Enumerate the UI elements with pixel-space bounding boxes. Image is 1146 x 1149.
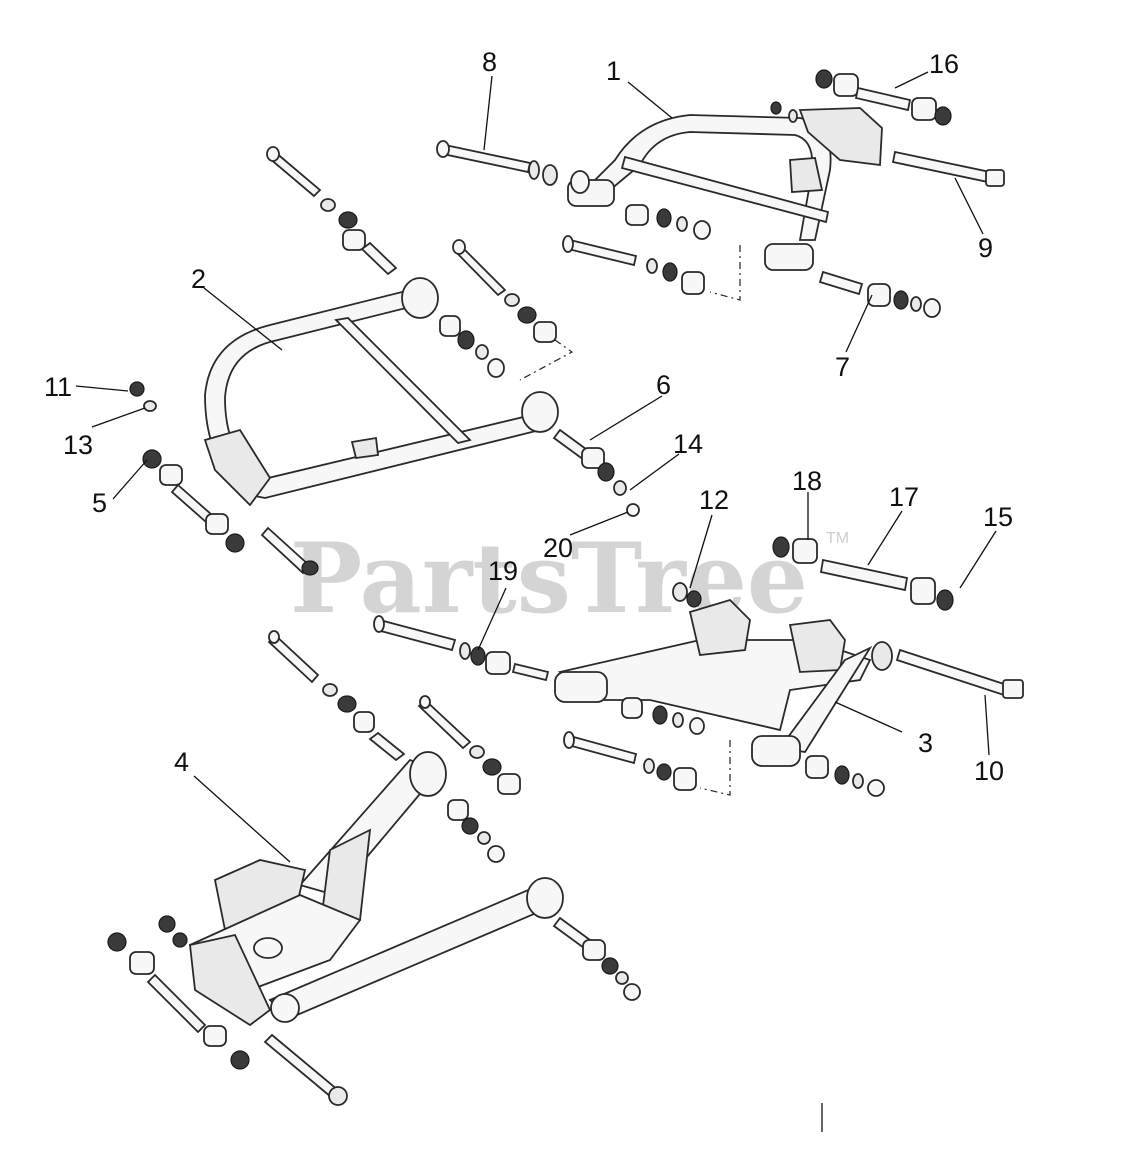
callout-16: 16 (929, 49, 959, 79)
hardware-group-upper-right (562, 204, 941, 318)
callout-20: 20 (543, 533, 573, 563)
callout-9: 9 (978, 233, 993, 263)
bolt-part-9 (891, 150, 1005, 187)
hardware-group-part-3 (373, 536, 1024, 797)
watermark-trademark: TM (826, 530, 849, 547)
a-arm-upper-part-2 (203, 277, 559, 507)
callout-15: 15 (983, 502, 1013, 532)
callout-12: 12 (699, 485, 729, 515)
callout-4: 4 (174, 747, 189, 777)
bolt-part-8 (436, 140, 590, 194)
callout-labels: 8 1 16 9 7 2 6 14 11 13 5 20 12 19 18 17… (44, 47, 1013, 786)
hardware-group-part-4 (107, 630, 641, 1106)
callout-13: 13 (63, 430, 93, 460)
callout-2: 2 (191, 264, 206, 294)
callout-19: 19 (488, 556, 518, 586)
leader-lines (75, 71, 997, 1132)
hardware-group-part-2 (129, 146, 640, 576)
callout-8: 8 (482, 47, 497, 77)
a-arm-lower-part-4 (188, 751, 564, 1027)
bushings-part-16 (770, 69, 952, 126)
callout-6: 6 (656, 370, 671, 400)
swing-arm-upper-part-1 (567, 107, 883, 271)
callout-1: 1 (606, 56, 621, 86)
callout-3: 3 (918, 728, 933, 758)
callout-11: 11 (44, 372, 72, 402)
callout-14: 14 (673, 429, 703, 459)
callout-5: 5 (92, 488, 107, 518)
a-arm-lower-part-3 (554, 598, 893, 767)
callout-7: 7 (835, 352, 850, 382)
callout-18: 18 (792, 466, 822, 496)
callout-17: 17 (889, 482, 919, 512)
callout-10: 10 (974, 756, 1004, 786)
